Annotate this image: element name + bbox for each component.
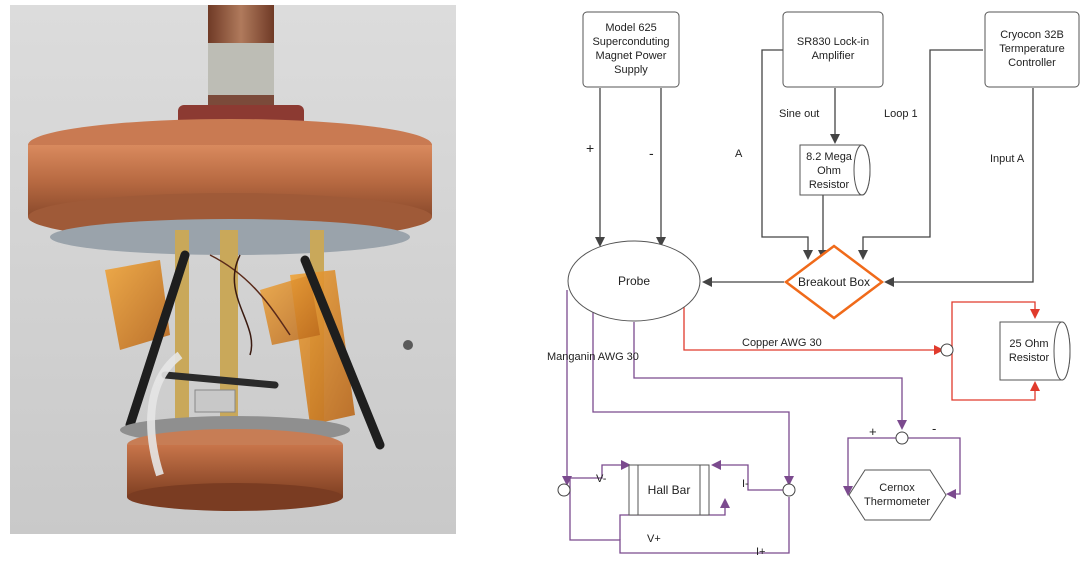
wire-lockin-a xyxy=(761,49,813,260)
clear-cable xyxy=(147,351,183,477)
black-lead xyxy=(161,371,279,389)
magnet-power-supply-box: Model 625 Superconduting Magnet Power Su… xyxy=(582,11,680,88)
wire-input-a xyxy=(884,88,1034,287)
wire-cernox-minus xyxy=(908,437,961,499)
kapton-sensor xyxy=(260,275,320,345)
magnet-supply-line-2: Superconduting xyxy=(592,36,669,48)
tube-base xyxy=(208,95,274,107)
cernox-thermometer-node: Cernox Thermometer xyxy=(848,469,947,521)
label-cernox-plus: + xyxy=(869,424,877,439)
black-lead xyxy=(125,250,190,430)
wall-spot xyxy=(403,340,413,350)
label-sine-out: Sine out xyxy=(779,108,819,120)
resistor-8m-line-3: Resistor xyxy=(809,179,850,191)
resistor-8m-line-1: 8.2 Mega xyxy=(806,151,853,163)
wiring-diagram: Model 625 Superconduting Magnet Power Su… xyxy=(530,0,1089,559)
label-a: A xyxy=(735,148,743,160)
cryocon-controller-box: Cryocon 32B Termperature Controller xyxy=(984,11,1080,88)
wiring-diagram-svg: Model 625 Superconduting Magnet Power Su… xyxy=(547,11,1080,558)
cryocon-line-2: Termperature xyxy=(999,43,1064,55)
wire-i-minus xyxy=(711,460,783,491)
wire-loop1 xyxy=(858,49,983,260)
wire-v-minus xyxy=(569,460,631,492)
wire-to-cernox xyxy=(633,322,907,430)
label-v-minus: V- xyxy=(596,473,607,485)
lockin-line-1: SR830 Lock-in xyxy=(797,36,869,48)
breakout-box-node: Breakout Box xyxy=(783,244,885,320)
probe-photo xyxy=(10,5,456,534)
label-loop1: Loop 1 xyxy=(884,108,918,120)
wire-resistor-top xyxy=(951,301,1040,350)
breakout-box-label: Breakout Box xyxy=(798,275,870,289)
probe-node: Probe xyxy=(567,240,701,322)
wire-manganin-2 xyxy=(592,305,794,486)
label-i-plus: I+ xyxy=(756,546,765,558)
resistor-8m-cylinder: 8.2 Mega Ohm Resistor xyxy=(799,144,871,196)
resistor-8m-line-2: Ohm xyxy=(817,165,841,177)
probe-photo-illustration xyxy=(10,5,456,534)
magnet-supply-line-1: Model 625 xyxy=(605,22,656,34)
wire-bottom-loop xyxy=(569,492,790,554)
cernox-line-2: Thermometer xyxy=(864,496,930,508)
cernox-line-1: Cernox xyxy=(879,482,915,494)
resistor-25-cylinder: 25 Ohm Resistor xyxy=(999,321,1071,381)
hall-bar-node: Hall Bar xyxy=(628,464,710,516)
probe-label: Probe xyxy=(618,274,650,288)
puck-bottom xyxy=(127,483,343,511)
hex-nut xyxy=(194,389,236,413)
hall-bar-label: Hall Bar xyxy=(648,483,691,497)
tube-steel-collar xyxy=(208,43,274,101)
label-cernox-minus: - xyxy=(932,421,936,436)
junction-node xyxy=(557,483,571,497)
label-input-a: Input A xyxy=(990,153,1025,165)
magnet-supply-line-3: Magnet Power xyxy=(596,50,667,62)
wire-cernox-plus xyxy=(843,437,896,496)
label-v-plus: V+ xyxy=(647,533,661,545)
resistor-25-line-1: 25 Ohm xyxy=(1009,338,1048,350)
junction-node xyxy=(782,483,796,497)
lockin-amplifier-box: SR830 Lock-in Amplifier xyxy=(782,11,884,88)
kapton-sensor xyxy=(105,260,170,350)
cryocon-line-1: Cryocon 32B xyxy=(1000,29,1064,41)
label-supply-minus: - xyxy=(649,145,654,161)
black-lead xyxy=(300,255,385,450)
thin-wire xyxy=(209,254,291,336)
thin-wire xyxy=(233,254,253,356)
junction-node xyxy=(895,431,909,445)
label-copper-awg: Copper AWG 30 xyxy=(742,337,822,349)
magnet-supply-line-4: Supply xyxy=(614,64,648,76)
label-manganin-awg: Manganin AWG 30 xyxy=(547,351,639,363)
wire-copper-awg xyxy=(683,300,944,355)
label-supply-plus: + xyxy=(586,140,594,156)
lockin-line-2: Amplifier xyxy=(812,50,855,62)
resistor-25-line-2: Resistor xyxy=(1009,352,1050,364)
cryocon-line-3: Controller xyxy=(1008,57,1056,69)
junction-node xyxy=(940,343,954,357)
label-i-minus: I- xyxy=(742,478,749,490)
wire-resistor-bottom xyxy=(951,350,1040,401)
